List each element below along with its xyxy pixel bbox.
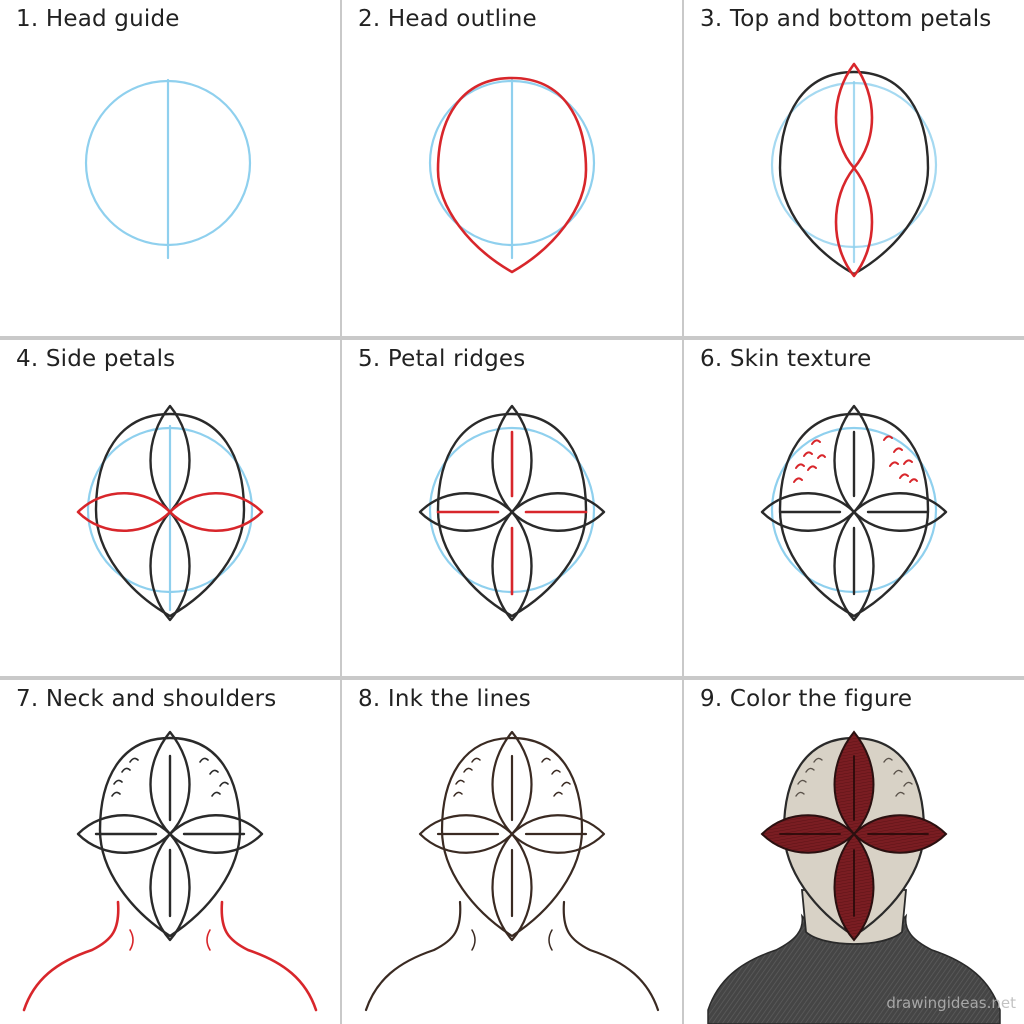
bottom-petal [491,832,533,942]
neck-creases [471,929,553,951]
skin-texture [111,757,229,797]
step-title-7: 7. Neck and shoulders [16,686,277,712]
skin-texture [795,757,913,797]
bottom-petal [833,510,875,622]
step-drawing-3 [770,62,938,278]
step-panel-1: 1. Head guide [0,0,340,336]
right-petal [852,492,948,532]
right-petal [510,814,606,854]
step-drawing-5 [418,404,606,622]
step-title-2: 2. Head outline [358,6,537,32]
step-panel-2: 2. Head outline [342,0,682,336]
step-drawing-6 [760,404,948,622]
petal-ridges [779,755,929,917]
step-drawing-9 [707,730,1001,1024]
step-drawing-7 [22,730,318,1012]
left-petal [76,492,172,532]
neck-and-shoulders [22,900,318,1012]
head-outline [436,76,588,274]
skin-texture-right [883,435,918,483]
step-title-1: 1. Head guide [16,6,180,32]
step-title-3: 3. Top and bottom petals [700,6,992,32]
step-drawing-8 [364,730,660,1012]
neck-creases [129,929,211,951]
neck-and-shoulders [364,900,660,1012]
right-petal [168,492,264,532]
skin-texture [453,757,571,797]
step-title-4: 4. Side petals [16,346,176,372]
step-panel-5: 5. Petal ridges [342,340,682,676]
bottom-petal [149,510,191,622]
step-drawing-2 [428,76,596,274]
step-title-8: 8. Ink the lines [358,686,531,712]
skin-texture-left [793,439,826,483]
right-petal [510,492,606,532]
petal-ridges [94,754,246,918]
step-title-9: 9. Color the figure [700,686,913,712]
step-panel-6: 6. Skin texture [684,340,1024,676]
step-title-5: 5. Petal ridges [358,346,526,372]
step-panel-3: 3. Top and bottom petals [684,0,1024,336]
right-petal [168,814,264,854]
head-outline [94,412,246,618]
step-panel-9: 9. Color the figure [684,680,1024,1024]
site-watermark: drawingideas.net [886,994,1016,1012]
step-drawing-4 [76,404,264,622]
bottom-petal [149,832,191,942]
head-outline [436,412,588,618]
step-panel-8: 8. Ink the lines [342,680,682,1024]
petal-ridges [778,430,930,596]
step-panel-4: 4. Side petals [0,340,340,676]
head-outline [98,736,242,938]
head-outline [778,412,930,618]
bottom-petal [491,510,533,622]
head-outline [440,736,584,938]
petal-ridges [436,754,588,918]
step-title-6: 6. Skin texture [700,346,872,372]
step-panel-7: 7. Neck and shoulders [0,680,340,1024]
step-drawing-1 [84,78,252,260]
bottom-petal [834,166,874,278]
